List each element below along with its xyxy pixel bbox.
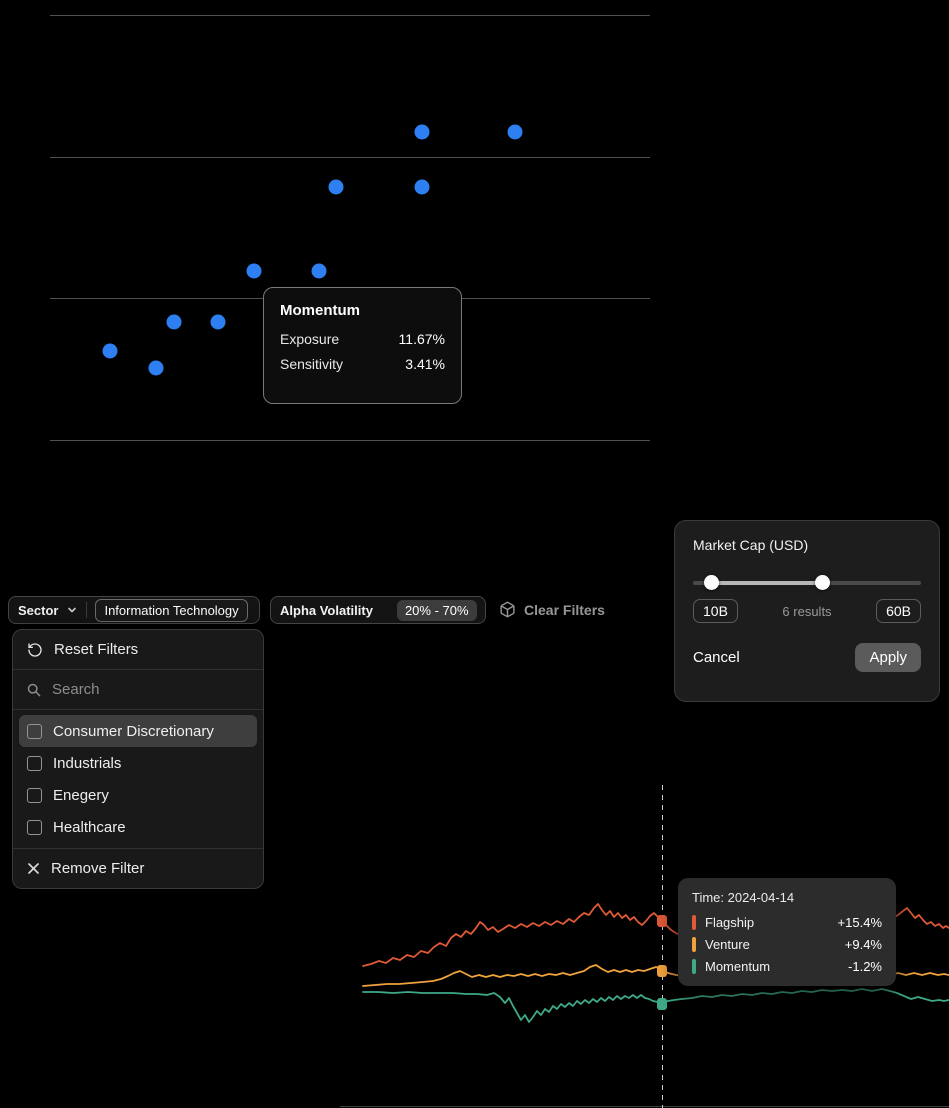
- sector-dropdown: Reset Filters Search Consumer Discretion…: [12, 629, 264, 889]
- option-healthcare[interactable]: Healthcare: [19, 811, 257, 843]
- scatter-tooltip-title: Momentum: [280, 302, 360, 319]
- slider-handle-min[interactable]: [703, 575, 719, 590]
- scatter-tooltip-row: Exposure 11.67%: [280, 331, 445, 347]
- sector-filter-value[interactable]: Information Technology: [95, 598, 248, 622]
- checkbox[interactable]: [27, 787, 42, 803]
- close-icon: [28, 863, 39, 874]
- line-tooltip-row: Venture +9.4%: [692, 937, 882, 952]
- search-input[interactable]: Search: [13, 670, 263, 709]
- sector-filter[interactable]: Sector Information Technology: [8, 596, 260, 624]
- search-placeholder: Search: [52, 681, 100, 698]
- series-label: Momentum: [705, 959, 771, 974]
- divider: [13, 669, 263, 670]
- line-tooltip-time: Time: 2024-04-14: [692, 890, 795, 905]
- market-cap-popover: Market Cap (USD) 10B 6 results 60B Cance…: [674, 520, 940, 702]
- market-cap-slider[interactable]: [693, 575, 921, 591]
- cancel-button[interactable]: Cancel: [693, 649, 740, 666]
- reset-filters-label: Reset Filters: [54, 641, 139, 658]
- line-tooltip-row: Flagship +15.4%: [692, 915, 882, 930]
- checkbox[interactable]: [27, 819, 42, 835]
- divider: [13, 709, 263, 710]
- series-value: +15.4%: [837, 915, 882, 930]
- scatter-chart[interactable]: [0, 0, 949, 470]
- clear-filters-button[interactable]: Clear Filters: [499, 601, 605, 618]
- divider: [13, 848, 263, 849]
- series-color-bar: [692, 937, 696, 952]
- series-value: -1.2%: [848, 959, 882, 974]
- slider-track-active[interactable]: [711, 581, 823, 585]
- scatter-tooltip-value: 3.41%: [405, 356, 445, 372]
- option-consumer-discretionary[interactable]: Consumer Discretionary: [19, 715, 257, 747]
- line-tooltip-row: Momentum -1.2%: [692, 959, 882, 974]
- line-chart-tooltip: Time: 2024-04-14 Flagship +15.4% Venture…: [678, 878, 896, 986]
- option-label: Healthcare: [53, 818, 126, 836]
- max-value-chip[interactable]: 60B: [876, 599, 921, 623]
- market-cap-actions: Cancel Apply: [693, 643, 921, 672]
- remove-filter-label: Remove Filter: [51, 860, 145, 877]
- apply-button[interactable]: Apply: [855, 643, 921, 672]
- market-cap-title: Market Cap (USD): [693, 537, 809, 553]
- option-label: Consumer Discretionary: [53, 722, 214, 740]
- cube-icon: [500, 601, 515, 618]
- series-color-bar: [692, 959, 696, 974]
- series-label: Flagship: [705, 915, 755, 930]
- reset-filters-item[interactable]: Reset Filters: [13, 630, 263, 669]
- chevron-down-icon: [68, 607, 77, 613]
- option-industrials[interactable]: Industrials: [19, 747, 257, 779]
- scatter-tooltip-row: Sensitivity 3.41%: [280, 356, 445, 372]
- min-value-chip[interactable]: 10B: [693, 599, 738, 623]
- results-count: 6 results: [782, 603, 832, 619]
- series-value: +9.4%: [844, 937, 882, 952]
- market-cap-values: 10B 6 results 60B: [693, 599, 921, 623]
- scatter-tooltip-label: Exposure: [280, 331, 340, 347]
- option-label: Industrials: [53, 754, 122, 772]
- series-color-bar: [692, 915, 696, 930]
- remove-filter-item[interactable]: Remove Filter: [13, 849, 263, 888]
- option-enegery[interactable]: Enegery: [19, 779, 257, 811]
- alpha-volatility-filter-label: Alpha Volatility: [280, 602, 373, 618]
- checkbox[interactable]: [27, 723, 42, 739]
- series-label: Venture: [705, 937, 750, 952]
- alpha-volatility-filter-value[interactable]: 20% - 70%: [396, 599, 477, 621]
- sector-options: Consumer Discretionary Industrials Enege…: [13, 710, 263, 848]
- scatter-tooltip: Momentum Exposure 11.67% Sensitivity 3.4…: [263, 287, 462, 404]
- clear-filters-label: Clear Filters: [524, 601, 605, 618]
- refresh-icon: [28, 642, 42, 657]
- scatter-tooltip-value: 11.67%: [398, 331, 445, 347]
- scatter-tooltip-label: Sensitivity: [280, 356, 344, 372]
- slider-handle-max[interactable]: [815, 575, 831, 590]
- alpha-volatility-filter[interactable]: Alpha Volatility 20% - 70%: [270, 596, 486, 624]
- search-icon: [27, 683, 41, 696]
- sector-filter-label: Sector: [18, 602, 59, 618]
- checkbox[interactable]: [27, 755, 42, 771]
- option-label: Enegery: [53, 786, 109, 804]
- divider: [86, 602, 88, 618]
